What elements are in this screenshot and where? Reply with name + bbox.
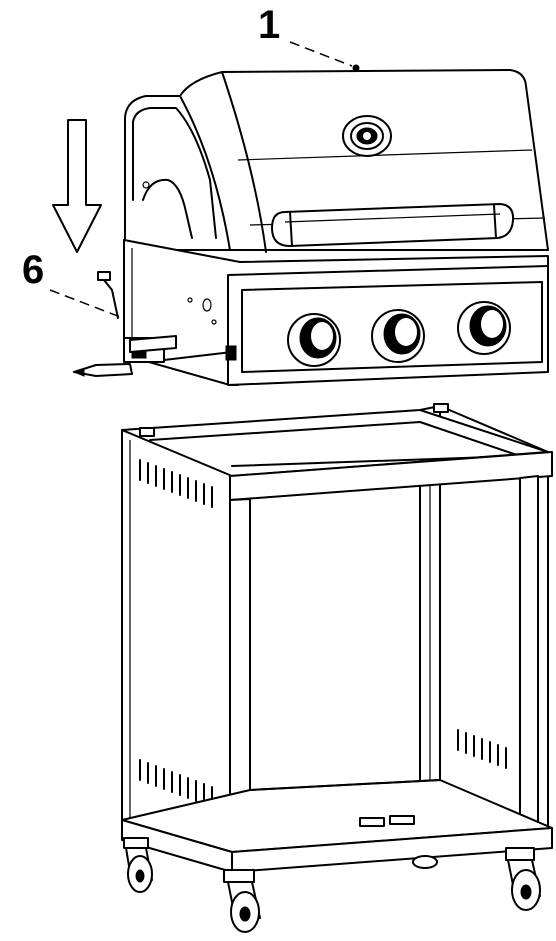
leader-line-gas-regulator xyxy=(49,289,129,321)
vent-slots-left-upper xyxy=(139,459,213,508)
vent-slots-left-lower xyxy=(139,759,213,808)
control-knob-middle-icon xyxy=(371,309,425,363)
gas-regulator-hose xyxy=(72,271,237,377)
grill-head xyxy=(72,69,549,386)
down-arrow-icon xyxy=(52,119,102,253)
caster-front-left xyxy=(223,869,261,933)
cart-front-right-post xyxy=(519,475,539,849)
caster-rear-right xyxy=(412,855,438,869)
caster-rear-left xyxy=(123,837,153,893)
callout-label-lid: 1 xyxy=(258,3,280,47)
caster-front-right xyxy=(505,847,541,911)
thermometer-gauge-icon xyxy=(342,115,392,157)
vent-slots-right-lower xyxy=(457,729,507,769)
leader-line-lid xyxy=(289,41,353,67)
lid-handle xyxy=(271,203,515,247)
cart-front-top-rail xyxy=(229,451,553,501)
cart-left-side-panel xyxy=(121,429,233,853)
cart xyxy=(121,403,553,873)
shelf-slot-icon xyxy=(359,815,415,827)
control-knob-right-icon xyxy=(457,301,511,355)
callout-label-gas-regulator: 6 xyxy=(22,248,44,292)
control-knob-left-icon xyxy=(287,313,341,367)
